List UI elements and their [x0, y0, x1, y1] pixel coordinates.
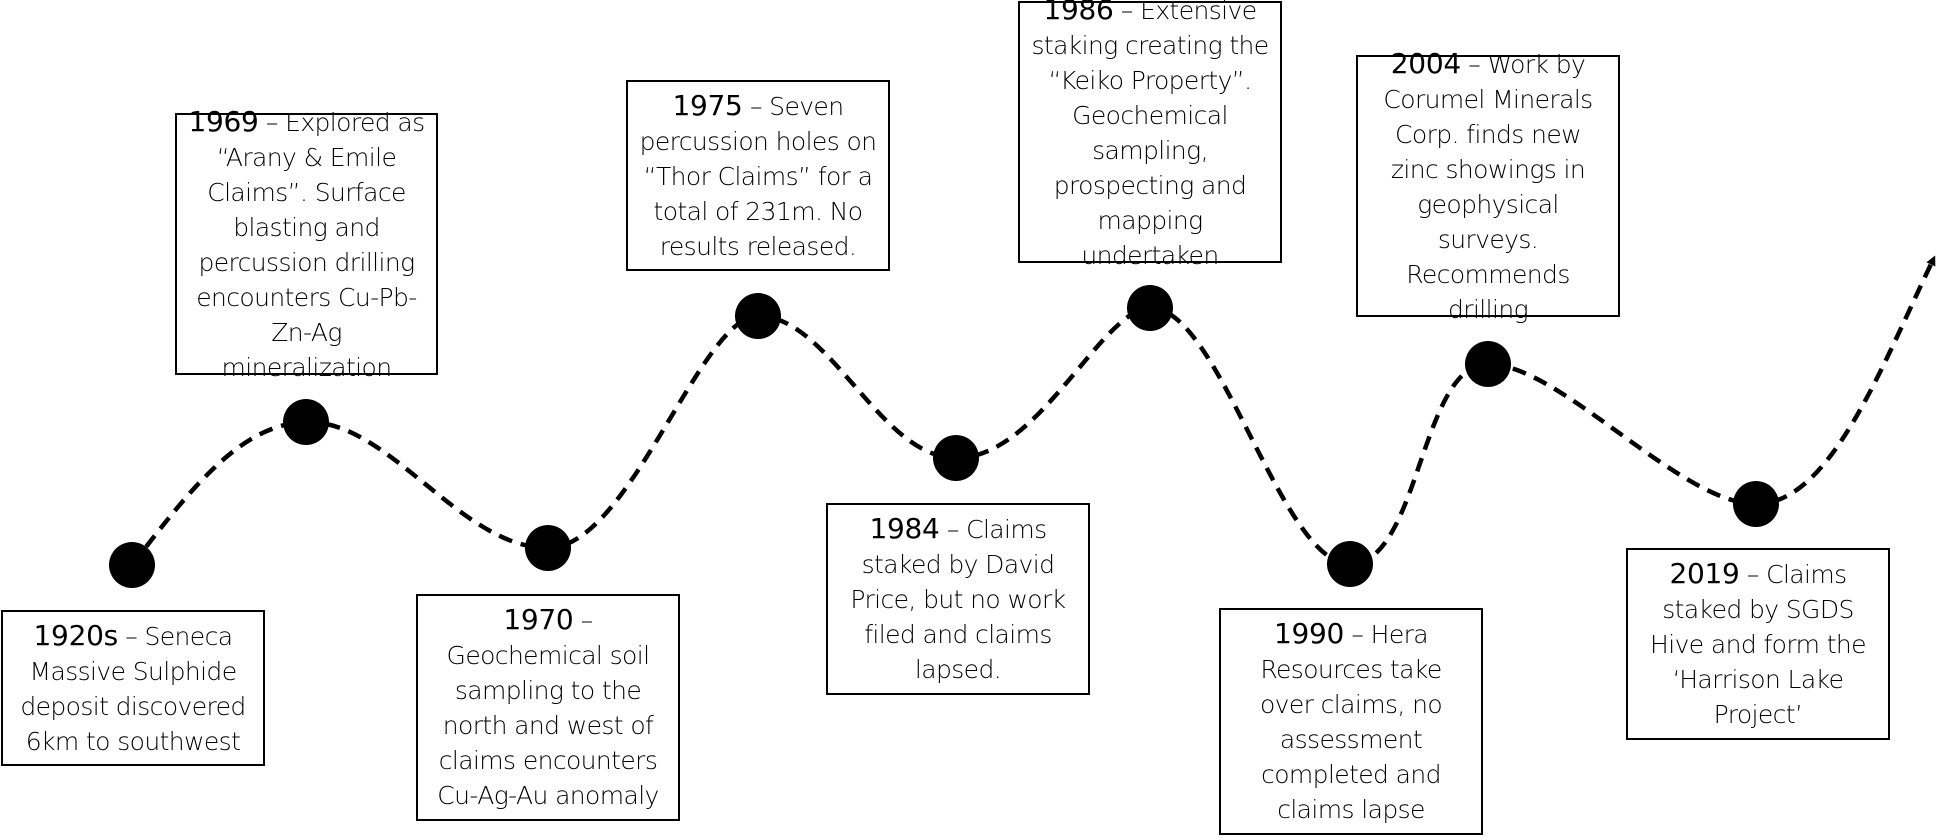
event-year: 1990 — [1273, 617, 1345, 650]
event-text: 1990 – Hera Resources take over claims, … — [1231, 616, 1471, 827]
timeline-node-2019 — [1733, 481, 1779, 527]
event-description: – Geochemical soil sampling to the north… — [437, 606, 659, 810]
event-box-1984: 1984 – Claims staked by David Price, but… — [826, 503, 1090, 695]
event-text: 2019 – Claims staked by SGDS Hive and fo… — [1638, 556, 1878, 732]
timeline-node-1984 — [933, 435, 979, 481]
timeline-node-1975 — [735, 293, 781, 339]
event-description: – Hera Resources take over claims, no as… — [1259, 620, 1443, 824]
event-box-2004: 2004 – Work by Corumel Minerals Corp. fi… — [1356, 47, 1620, 324]
event-description: – Extensive staking creating the “Keiko … — [1031, 0, 1269, 270]
event-description: – Explored as “Arany & Emile Claims”. Su… — [196, 107, 425, 382]
event-box-1975: 1975 – Seven percussion holes on “Thor C… — [626, 80, 890, 271]
event-description: – Claims staked by David Price, but no w… — [850, 515, 1066, 684]
event-box-2019: 2019 – Claims staked by SGDS Hive and fo… — [1626, 548, 1890, 740]
event-box-1986: 1986 – Extensive staking creating the “K… — [1018, 0, 1282, 270]
event-year: 2004 — [1390, 46, 1461, 80]
event-box-1990: 1990 – Hera Resources take over claims, … — [1219, 608, 1483, 835]
event-box-1970: 1970 – Geochemical soil sampling to the … — [416, 594, 680, 821]
event-description: – Work by Corumel Minerals Corp. finds n… — [1383, 49, 1593, 324]
event-year: 1969 — [188, 104, 259, 138]
event-description: – Claims staked by SGDS Hive and form th… — [1650, 560, 1867, 729]
event-year: 1920s — [33, 618, 119, 652]
event-text: 1984 – Claims staked by David Price, but… — [838, 511, 1078, 687]
timeline-node-2004 — [1465, 341, 1511, 387]
event-year: 2019 — [1669, 557, 1740, 590]
event-text: 2004 – Work by Corumel Minerals Corp. fi… — [1368, 46, 1608, 327]
timeline-node-1969 — [283, 399, 329, 445]
event-box-1969: 1969 – Explored as “Arany & Emile Claims… — [175, 105, 438, 382]
event-year: 1970 — [503, 603, 574, 636]
event-text: 1975 – Seven percussion holes on “Thor C… — [638, 88, 878, 264]
event-year: 1986 — [1043, 0, 1114, 26]
event-text: 1970 – Geochemical soil sampling to the … — [428, 602, 668, 813]
event-text: 1969 – Explored as “Arany & Emile Claims… — [187, 104, 426, 385]
timeline-curve — [130, 255, 1936, 567]
timeline-node-1990 — [1327, 541, 1373, 587]
event-box-1920s: 1920s – Seneca Massive Sulphide deposit … — [1, 610, 265, 766]
timeline-node-1986 — [1127, 285, 1173, 331]
event-text: 1920s – Seneca Massive Sulphide deposit … — [13, 618, 253, 759]
event-year: 1975 — [672, 88, 743, 122]
event-description: – Seven percussion holes on “Thor Claims… — [639, 91, 877, 261]
timeline-nodes — [109, 285, 1779, 588]
event-text: 1986 – Extensive staking creating the “K… — [1030, 0, 1270, 273]
timeline-node-1920s — [109, 542, 155, 588]
timeline-node-1970 — [525, 525, 571, 571]
event-year: 1984 — [869, 512, 940, 545]
event-description: – Seneca Massive Sulphide deposit discov… — [20, 621, 246, 756]
